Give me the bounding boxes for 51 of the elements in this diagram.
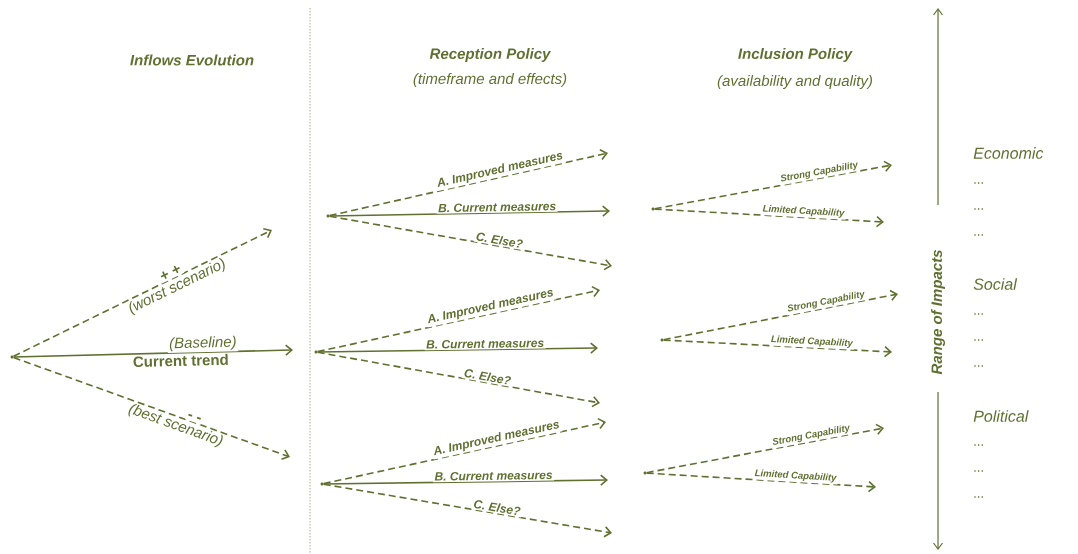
arrow — [12, 227, 272, 358]
scenario-label: Current trend — [133, 353, 228, 368]
ellipsis: ... — [974, 470, 983, 472]
edge-label: B. Current measures — [424, 337, 546, 351]
scenario-sign: - - — [184, 411, 204, 425]
ellipsis: ... — [974, 208, 983, 210]
arrow — [662, 339, 892, 358]
arrow — [328, 215, 612, 271]
arrow — [322, 417, 606, 485]
arrow — [322, 483, 612, 538]
ellipsis: ... — [974, 182, 983, 184]
arrow — [12, 344, 293, 358]
ellipsis: ... — [974, 313, 983, 315]
edge-label: C. Else? — [471, 497, 523, 518]
axis-label: Range of Impacts — [931, 250, 945, 375]
arrow — [653, 208, 884, 228]
arrow — [662, 289, 898, 341]
column-subheading: (timeframe and effects) — [413, 73, 567, 87]
impact-category: Economic — [973, 147, 1044, 159]
edge-label: A. Improved measures — [424, 285, 557, 328]
ellipsis: ... — [974, 496, 983, 498]
arrow — [322, 474, 608, 486]
column-subheading: (availability and quality) — [717, 75, 872, 89]
edge-label: B. Current measures — [432, 469, 555, 483]
impact-category: Political — [973, 410, 1029, 422]
column-heading: Inclusion Policy — [738, 48, 853, 62]
ellipsis: ... — [974, 444, 983, 446]
arrow — [12, 356, 290, 461]
arrow — [316, 342, 598, 354]
arrow — [316, 351, 600, 408]
edge-label: (Baseline) — [167, 334, 239, 353]
arrow — [645, 472, 876, 493]
edge-label: C. Else? — [473, 229, 526, 251]
edge-label: Limited Capability — [752, 467, 839, 485]
ellipsis: ... — [974, 365, 983, 367]
arrow — [328, 205, 610, 217]
arrow — [328, 148, 608, 217]
edge-label: Strong Capability — [784, 288, 868, 316]
edge-label: Limited Capability — [760, 203, 847, 220]
edge-label: Limited Capability — [769, 333, 855, 350]
impact-category: Social — [973, 278, 1018, 290]
column-heading: Inflows Evolution — [130, 54, 254, 66]
edge-label: Strong Capability — [778, 158, 861, 186]
ellipsis: ... — [974, 234, 983, 236]
edge-label: B. Current measures — [436, 200, 558, 214]
ellipsis: ... — [974, 339, 983, 341]
edge-label: C. Else? — [461, 366, 514, 387]
edge-label: A. Improved measures — [430, 417, 563, 460]
edge-label: Strong Capability — [769, 422, 853, 449]
column-heading: Reception Policy — [429, 48, 552, 62]
arrow — [316, 285, 600, 353]
